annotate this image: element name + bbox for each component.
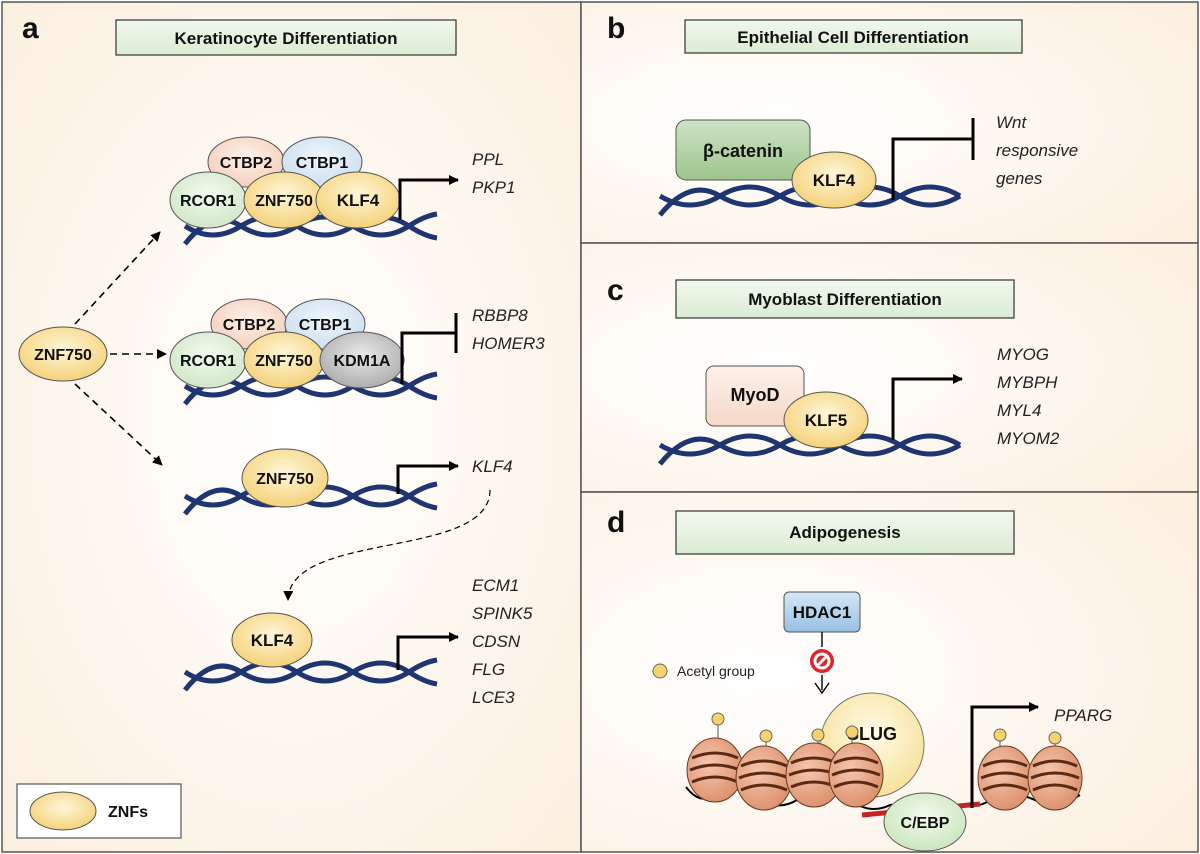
cebp-label: C/EBP — [901, 815, 950, 832]
ctbp1-label-1: CTBP1 — [296, 155, 349, 172]
acetyl-group-legend-swatch — [652, 663, 668, 679]
rcor1-label-1: RCOR1 — [180, 193, 236, 210]
target-gene-cdsn: CDSN — [472, 632, 521, 651]
panel-d-title-box — [675, 510, 1015, 555]
repression-line-complex2 — [400, 331, 456, 384]
panel-a-title: Keratinocyte Differentiation — [175, 29, 398, 48]
activation-arrow-complex1 — [398, 175, 459, 220]
klf4-protein-4 — [231, 612, 313, 668]
dashed-curve-klf4-to-protein — [283, 489, 491, 601]
dashed-arrow-to-complex3 — [74, 383, 163, 466]
panel-a-letter: a — [22, 12, 39, 45]
activation-arrow-complex3 — [396, 461, 459, 494]
panel-c-title-box — [675, 279, 1015, 319]
kdm1a-protein — [319, 331, 405, 389]
target-gene-klf4: KLF4 — [472, 457, 513, 476]
panel-b-letter: b — [607, 12, 625, 45]
dna-helix-complex4 — [183, 657, 438, 692]
dashed-arrow-to-complex1 — [74, 231, 161, 325]
klf4-label-1: KLF4 — [337, 191, 380, 210]
nucleosome-2 — [735, 729, 793, 811]
cebp-protein — [883, 792, 967, 852]
target-gene-lce3: LCE3 — [472, 688, 515, 707]
target-gene-homer3: HOMER3 — [472, 334, 545, 353]
target-gene-myom2: MYOM2 — [997, 429, 1060, 448]
panel-d-letter: d — [607, 506, 625, 539]
target-responsive: responsive — [996, 141, 1078, 160]
myod-label: MyoD — [731, 385, 780, 405]
target-gene-myl4: MYL4 — [997, 401, 1041, 420]
beta-catenin-label: β-catenin — [703, 141, 783, 161]
panel-c-letter: c — [607, 274, 624, 307]
activation-arrow-complex4 — [396, 632, 459, 670]
panel-b-title: Epithelial Cell Differentiation — [737, 28, 968, 47]
activation-arrow-panel-c — [891, 374, 963, 440]
nucleosome-6 — [1027, 731, 1083, 811]
ctbp2-label-1: CTBP2 — [220, 155, 273, 172]
panel-b-title-box — [684, 19, 1023, 54]
target-gene-pkp1: PKP1 — [472, 178, 515, 197]
target-genes: genes — [996, 169, 1043, 188]
target-gene-flg: FLG — [472, 660, 505, 679]
panel-a: a Keratinocyte Differentiation ZNF750 CT… — [16, 12, 545, 839]
target-gene-rbbp8: RBBP8 — [472, 306, 528, 325]
znf750-label-3: ZNF750 — [256, 471, 314, 488]
znf750-source-label: ZNF750 — [34, 347, 92, 364]
hdac1-open-arrowhead — [814, 682, 830, 695]
znf750-protein-3 — [241, 448, 329, 508]
target-gene-pparg: PPARG — [1054, 706, 1112, 725]
ctbp1-label-2: CTBP1 — [299, 317, 352, 334]
beta-catenin-box — [675, 119, 811, 181]
target-gene-spink5: SPINK5 — [472, 604, 533, 623]
znf750-label-2: ZNF750 — [255, 353, 313, 370]
kdm1a-label: KDM1A — [334, 353, 391, 370]
nucleosome-1 — [686, 712, 744, 803]
znfs-legend-swatch — [29, 791, 97, 831]
target-gene-myog: MYOG — [997, 345, 1049, 364]
target-wnt: Wnt — [996, 113, 1028, 132]
klf5-label: KLF5 — [805, 411, 848, 430]
panel-d-title: Adipogenesis — [789, 523, 900, 542]
target-gene-mybph: MYBPH — [997, 373, 1058, 392]
panel-d: d Adipogenesis HDAC1 Acetyl group SLUG — [607, 506, 1112, 852]
znf750-label-1: ZNF750 — [255, 193, 313, 210]
znf750-source-node — [18, 326, 108, 382]
klf5-protein — [783, 391, 869, 449]
acetyl-group-legend-label: Acetyl group — [677, 663, 755, 679]
hdac1-label: HDAC1 — [793, 603, 852, 622]
activation-arrow-panel-d — [970, 702, 1039, 808]
znfs-legend-label: ZNFs — [108, 804, 148, 821]
repression-line-panel-b — [891, 137, 973, 200]
slug-label: SLUG — [847, 724, 897, 744]
rcor1-label-2: RCOR1 — [180, 353, 236, 370]
panel-b: b Epithelial Cell Differentiation β-cate… — [607, 12, 1078, 217]
klf4-label-4: KLF4 — [251, 631, 294, 650]
no-symbol-icon — [808, 647, 836, 675]
target-gene-ppl: PPL — [472, 150, 504, 169]
panel-c: c Myoblast Differentiation MyoD KLF5 MYO… — [607, 274, 1060, 466]
panel-a-title-box — [115, 19, 457, 56]
panel-a-background — [1, 1, 582, 853]
target-gene-ecm1: ECM1 — [472, 576, 519, 595]
nucleosome-4 — [828, 725, 884, 808]
panel-c-title: Myoblast Differentiation — [748, 290, 942, 309]
klf4-protein-panel-b — [791, 151, 877, 209]
klf4-label-panel-b: KLF4 — [813, 171, 856, 190]
ctbp2-label-2: CTBP2 — [223, 317, 276, 334]
